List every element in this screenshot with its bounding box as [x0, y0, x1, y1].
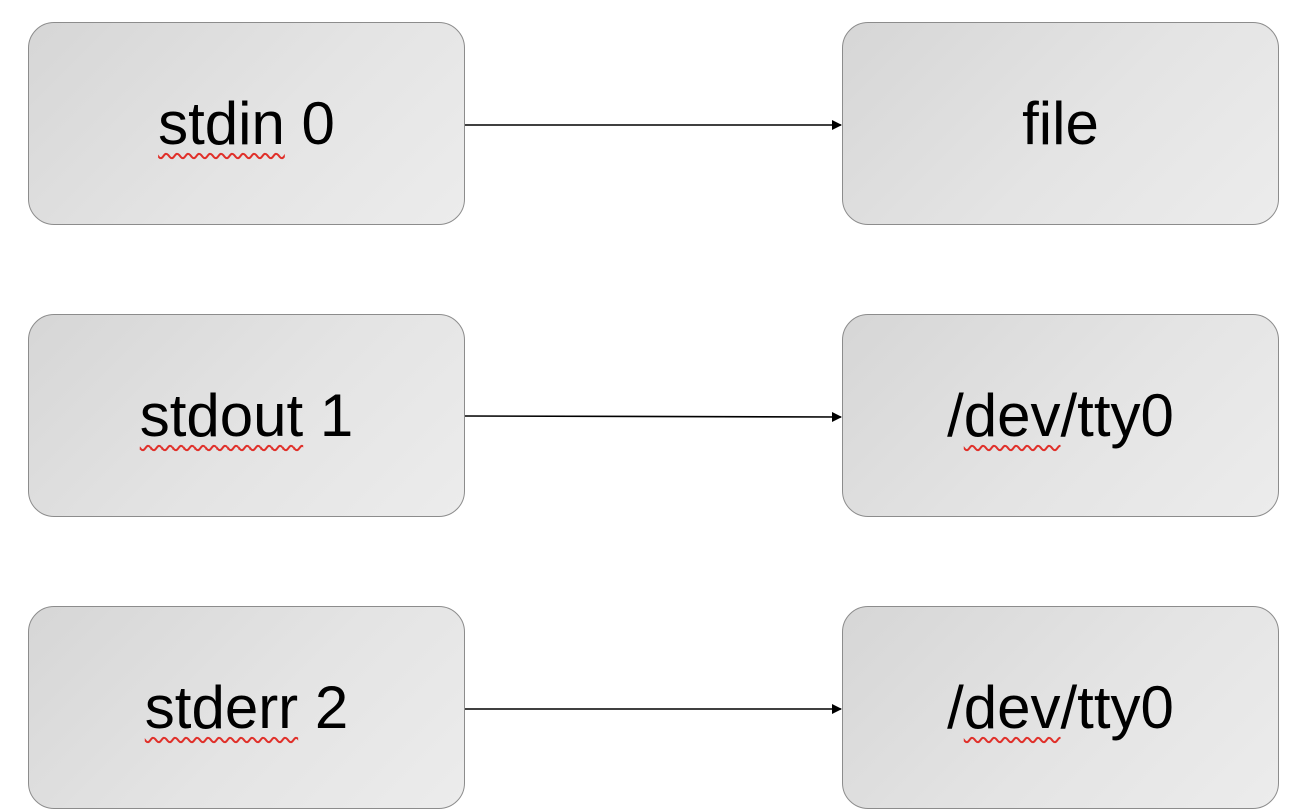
file-box[interactable]: file — [842, 22, 1279, 225]
tty0-prefix: / — [947, 673, 964, 741]
tty0-label-stdout: /dev/tty0 — [947, 385, 1174, 446]
tty0-suffix: /tty0 — [1060, 673, 1174, 741]
arrow-stdout-to-tty0 — [464, 411, 842, 422]
stdout-fd-number: 1 — [319, 381, 354, 449]
file-label-word: file — [1022, 89, 1099, 157]
stdin-fd-number: 0 — [301, 89, 335, 157]
stderr-fd-number: 2 — [314, 673, 349, 741]
stderr-box[interactable]: stderr 2 — [28, 606, 465, 809]
tty0-dev-word: dev — [963, 381, 1061, 449]
stderr-word: stderr — [144, 673, 299, 741]
stdin-word: stdin — [158, 89, 285, 157]
stdin-label: stdin 0 — [158, 93, 335, 154]
tty0-label-stderr: /dev/tty0 — [947, 677, 1174, 738]
tty0-box-stdout[interactable]: /dev/tty0 — [842, 314, 1279, 517]
connector-layer — [464, 120, 842, 714]
tty0-box-stderr[interactable]: /dev/tty0 — [842, 606, 1279, 809]
stdout-word: stdout — [139, 381, 304, 449]
tty0-prefix: / — [947, 381, 964, 449]
file-label: file — [1022, 93, 1099, 154]
stdout-label: stdout 1 — [140, 385, 354, 446]
tty0-dev-word: dev — [963, 673, 1061, 741]
stderr-label: stderr 2 — [145, 677, 348, 738]
stdin-box[interactable]: stdin 0 — [28, 22, 465, 225]
stdout-box[interactable]: stdout 1 — [28, 314, 465, 517]
tty0-suffix: /tty0 — [1060, 381, 1174, 449]
